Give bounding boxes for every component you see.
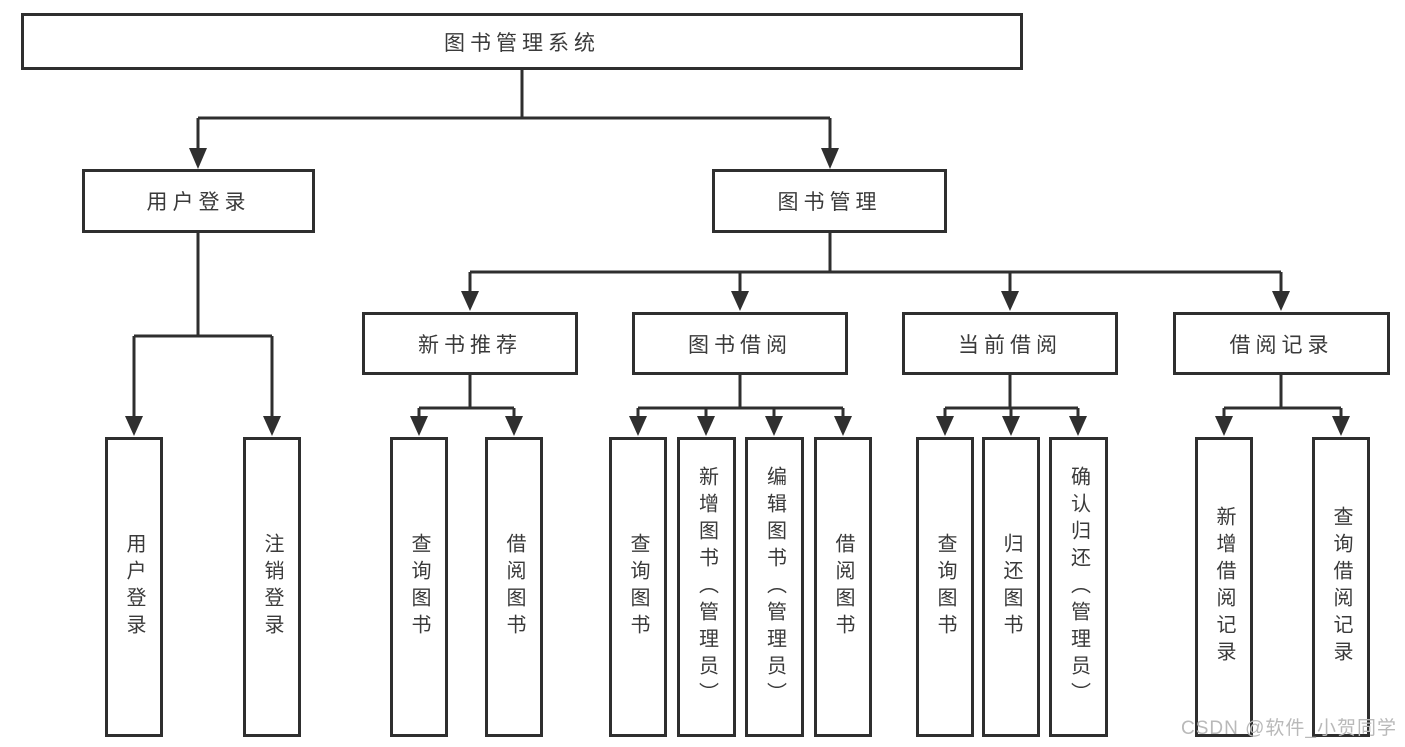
arrowhead-icon xyxy=(1332,416,1350,436)
node-book-management: 图书管理 xyxy=(712,169,947,233)
node-book-management-system: 图书管理系统 xyxy=(21,13,1023,70)
leaf-add-books-admin: 新增图书（管理员） xyxy=(677,437,736,737)
connector-book-borrowing-to-leaves xyxy=(636,373,845,418)
arrowhead-icon xyxy=(1001,291,1019,311)
leaf-query-books-recommend: 查询图书 xyxy=(390,437,448,737)
arrowhead-icon xyxy=(263,416,281,436)
arrowhead-icon xyxy=(125,416,143,436)
leaf-query-books-borrowing: 查询图书 xyxy=(609,437,667,737)
leaf-logout: 注销登录 xyxy=(243,437,301,737)
leaf-label: 查询借阅记录 xyxy=(1330,506,1352,668)
arrowhead-icon xyxy=(1215,416,1233,436)
leaf-label: 归还图书 xyxy=(1000,533,1022,641)
leaf-label: 确认归还（管理员） xyxy=(1067,465,1090,709)
node-user-login: 用户登录 xyxy=(82,169,315,233)
leaf-label: 查询图书 xyxy=(408,533,430,641)
arrowhead-icon xyxy=(765,416,783,436)
arrowhead-icon xyxy=(629,416,647,436)
node-book-borrowing: 图书借阅 xyxy=(632,312,848,375)
arrowhead-icon xyxy=(834,416,852,436)
arrowhead-icon xyxy=(731,291,749,311)
node-current-borrowing: 当前借阅 xyxy=(902,312,1118,375)
arrowhead-icon xyxy=(1069,416,1087,436)
connector-new-book-to-leaves xyxy=(417,373,516,418)
arrowhead-icon xyxy=(697,416,715,436)
csdn-watermark: CSDN @软件_小贺同学 xyxy=(1181,718,1397,739)
leaf-add-borrow-record: 新增借阅记录 xyxy=(1195,437,1253,737)
leaf-label: 新增借阅记录 xyxy=(1213,506,1235,668)
leaf-label: 用户登录 xyxy=(123,533,145,641)
leaf-label: 借阅图书 xyxy=(503,533,525,641)
arrowhead-icon xyxy=(821,148,839,169)
arrowhead-icon xyxy=(189,148,207,169)
connector-root-to-level2 xyxy=(196,68,832,150)
leaf-borrow-books-recommend: 借阅图书 xyxy=(485,437,543,737)
leaf-label: 查询图书 xyxy=(934,533,956,641)
arrowhead-icon xyxy=(505,416,523,436)
node-new-book-recommendation: 新书推荐 xyxy=(362,312,578,375)
leaf-user-login: 用户登录 xyxy=(105,437,163,737)
connector-borrowing-records-to-leaves xyxy=(1222,373,1343,418)
leaf-label: 查询图书 xyxy=(627,533,649,641)
arrowhead-icon xyxy=(936,416,954,436)
leaf-label: 编辑图书（管理员） xyxy=(763,465,786,709)
arrowhead-icon xyxy=(1272,291,1290,311)
leaf-borrow-books-borrowing: 借阅图书 xyxy=(814,437,872,737)
arrowhead-icon xyxy=(1002,416,1020,436)
leaf-edit-books-admin: 编辑图书（管理员） xyxy=(745,437,804,737)
arrowhead-icon xyxy=(410,416,428,436)
leaf-label: 借阅图书 xyxy=(832,533,854,641)
arrowhead-icon xyxy=(461,291,479,311)
leaf-return-books: 归还图书 xyxy=(982,437,1040,737)
leaf-query-borrow-record: 查询借阅记录 xyxy=(1312,437,1370,737)
leaf-confirm-return-admin: 确认归还（管理员） xyxy=(1049,437,1108,737)
connector-user-login-to-leaves xyxy=(132,231,274,418)
leaf-label: 注销登录 xyxy=(261,533,283,641)
connector-current-borrowing-to-leaves xyxy=(943,373,1080,418)
leaf-query-books-current: 查询图书 xyxy=(916,437,974,737)
connector-book-management-to-level3 xyxy=(468,231,1283,293)
leaf-label: 新增图书（管理员） xyxy=(695,465,718,709)
node-borrowing-records: 借阅记录 xyxy=(1173,312,1390,375)
